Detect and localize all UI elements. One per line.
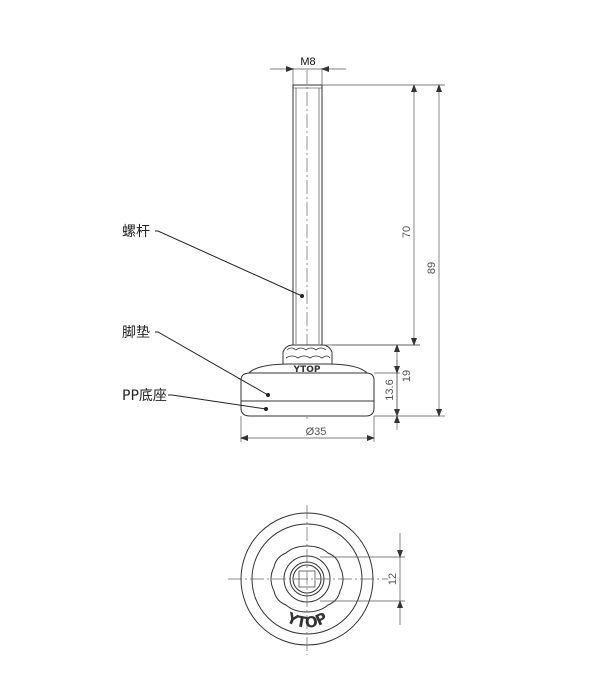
threaded-rod [292, 84, 323, 348]
rod-length-label: 70 [401, 226, 413, 238]
side-view: YTOP [155, 70, 375, 420]
rod-label: 螺杆 [122, 224, 150, 240]
thread-size-label: M8 [300, 56, 315, 68]
base-label: PP底座 [122, 388, 167, 404]
rod-leader-line [155, 230, 303, 297]
base-diameter-label: Ø35 [306, 426, 327, 438]
hub-diameter-label: 12 [387, 573, 399, 585]
pp-base [240, 372, 375, 417]
pad-height-label: 13.6 [384, 379, 396, 400]
base-leader-line [168, 394, 267, 410]
total-height-label: 89 [426, 262, 438, 274]
base-height-label: 19 [401, 370, 413, 382]
pad-leader-line [155, 331, 269, 396]
top-logo-textpath: YTOP [283, 608, 330, 632]
top-view-centerlines [228, 505, 388, 655]
dimensions [240, 66, 445, 442]
hub-dimension [320, 533, 405, 625]
top-logo-text: YTOP [283, 608, 330, 632]
side-logo-text: YTOP [293, 365, 321, 375]
pad-label: 脚垫 [122, 325, 150, 341]
foot-pad: YTOP [246, 363, 370, 375]
